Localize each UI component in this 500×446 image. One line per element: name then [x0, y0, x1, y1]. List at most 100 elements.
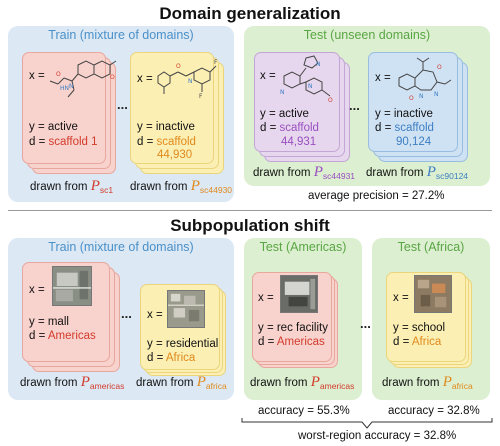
drawn-from-text: drawn from	[136, 377, 197, 389]
domain-scaffold-id: 44,930	[157, 149, 193, 161]
domain-scaffold-id: 44,931	[281, 136, 317, 148]
card-y-label: y = inactive	[375, 108, 433, 120]
molecule-structure-icon: NN ON	[280, 55, 333, 104]
dg-card-scaffold-44930	[130, 52, 214, 164]
drawn-from-text: drawn from	[30, 181, 91, 193]
distribution-symbol: Pafrica	[442, 374, 473, 391]
dg-card-scaffold-1	[22, 52, 106, 164]
card-y-label: y = school	[393, 322, 446, 334]
sp-test-africa-label: Test (Africa)	[397, 240, 465, 254]
average-precision: average precision = 27.2%	[308, 190, 445, 202]
card-x-label: x =	[147, 309, 163, 321]
distribution-symbol: Psc44930	[190, 178, 233, 195]
d-prefix: d =	[29, 330, 48, 342]
accuracy-africa: accuracy = 32.8%	[388, 405, 480, 417]
card-x-label: x =	[137, 73, 153, 85]
domain-africa: Africa	[411, 336, 442, 348]
drawn-from-text: drawn from	[130, 181, 191, 193]
svg-text:O: O	[110, 74, 115, 81]
d-prefix: d =	[147, 352, 166, 364]
subpopulation-shift-title: Subpopulation shift	[170, 216, 330, 235]
svg-text:F: F	[199, 93, 203, 100]
domain-americas: Americas	[276, 336, 325, 348]
sp-test-americas-label: Test (Americas)	[259, 240, 347, 254]
dg-drawn-from-sc90124: drawn from Psc90124	[366, 164, 468, 181]
distribution-symbol: Psc90124	[426, 164, 469, 181]
svg-text:N: N	[434, 91, 439, 98]
domain-scaffold: scaffold	[279, 122, 319, 134]
ellipsis: ...	[117, 97, 128, 112]
sp-test-drawn-from-americas: drawn from Pamericas	[250, 374, 354, 391]
card-y-label: y = rec facility	[258, 322, 328, 334]
svg-text:O: O	[176, 63, 181, 70]
satellite-image-icon	[52, 266, 92, 306]
dg-test-label: Test (unseen domains)	[303, 28, 431, 42]
svg-text:N: N	[419, 93, 424, 100]
sp-drawn-from-africa: drawn from Pafrica	[136, 374, 227, 391]
distribution-symbol: Pamericas	[310, 374, 355, 391]
card-x-label: x =	[29, 70, 45, 82]
dg-card-scaffold-44931	[254, 52, 340, 152]
ellipsis: ...	[360, 316, 371, 331]
svg-text:O: O	[56, 71, 61, 78]
distribution-symbol: Pamericas	[80, 374, 125, 391]
card-y-label: y = residential	[147, 338, 219, 350]
distribution-symbol: Pafrica	[196, 374, 227, 391]
worst-region-bracket	[241, 418, 493, 429]
sp-test-drawn-from-africa: drawn from Pafrica	[382, 374, 473, 391]
molecule-structure-icon: O N F F	[157, 59, 218, 100]
d-prefix: d =	[375, 122, 395, 134]
satellite-image-icon	[280, 275, 318, 313]
distribution-symbol: Psc1	[90, 178, 114, 195]
svg-text:O: O	[437, 64, 442, 71]
drawn-from-text: drawn from	[20, 377, 81, 389]
dg-train-label: Train (mixture of domains)	[48, 28, 194, 42]
svg-text:N: N	[69, 83, 74, 90]
accuracy-americas: accuracy = 55.3%	[258, 405, 350, 417]
dg-drawn-from-sc44931: drawn from Psc44931	[253, 164, 355, 181]
svg-text:N: N	[316, 61, 321, 68]
domain-scaffold-1: scaffold 1	[48, 136, 98, 148]
worst-region-accuracy: worst-region accuracy = 32.8%	[298, 430, 457, 442]
dg-drawn-from-sc44930: drawn from Psc44930	[130, 178, 232, 195]
domain-africa: Africa	[165, 352, 196, 364]
card-x-label: x =	[29, 284, 45, 296]
distribution-symbol: Psc44931	[313, 164, 356, 181]
svg-text:N: N	[280, 89, 285, 96]
section-divider	[8, 210, 492, 211]
card-d-label: d = scaffold	[260, 122, 319, 135]
domain-generalization-title: Domain generalization	[159, 4, 341, 23]
satellite-image-icon	[167, 290, 205, 328]
card-y-label: y = mall	[29, 316, 69, 328]
dg-drawn-from-sc1: drawn from Psc1	[30, 178, 113, 195]
svg-text:F: F	[214, 59, 218, 66]
card-d-label: d = Africa	[393, 336, 441, 349]
d-prefix: d =	[258, 336, 277, 348]
domain-scaffold-id: 90,124	[396, 136, 432, 148]
d-prefix: d =	[137, 136, 157, 148]
card-x-label: x =	[258, 292, 274, 304]
d-prefix: d =	[29, 136, 49, 148]
molecule-structure-icon: N N O O	[398, 57, 452, 102]
card-d-label: d = Africa	[147, 352, 195, 365]
svg-text:HN: HN	[60, 85, 69, 92]
dg-card-scaffold-90124	[368, 52, 458, 152]
drawn-from-text: drawn from	[382, 377, 443, 389]
card-x-label: x =	[260, 70, 276, 82]
card-x-label: x =	[375, 72, 391, 84]
satellite-image-icon	[414, 275, 452, 313]
card-d-label: d = Americas	[258, 336, 325, 349]
d-prefix: d =	[260, 122, 280, 134]
svg-text:N: N	[188, 78, 193, 85]
molecule-structure-icon: O O NHN	[49, 60, 117, 98]
drawn-from-text: drawn from	[366, 167, 427, 179]
ellipsis: ...	[121, 306, 132, 321]
card-d-label: d = Americas	[29, 330, 96, 343]
card-x-label: x =	[393, 292, 409, 304]
sp-drawn-from-americas: drawn from Pamericas	[20, 374, 124, 391]
drawn-from-text: drawn from	[253, 167, 314, 179]
card-y-label: y = inactive	[137, 121, 195, 133]
svg-text:O: O	[409, 95, 414, 102]
domain-americas: Americas	[47, 330, 96, 342]
drawn-from-text: drawn from	[250, 377, 311, 389]
